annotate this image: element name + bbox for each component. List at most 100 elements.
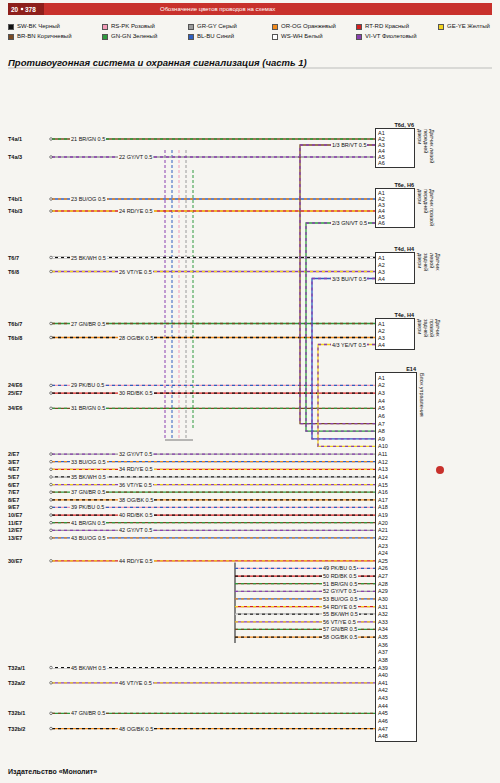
- pin-label: A16: [378, 489, 388, 495]
- wire-base: [52, 682, 375, 683]
- wire-code: 56 VT/YE 0.5: [322, 619, 357, 625]
- terminal-point: [50, 712, 53, 715]
- terminal-point: [50, 666, 53, 669]
- terminal-point: [50, 483, 53, 486]
- pin-label: A26: [378, 565, 388, 571]
- pin-label: A10: [378, 443, 388, 449]
- wire-base: [318, 345, 375, 447]
- connector-pin-name: 12/E7: [8, 527, 22, 533]
- connector-pin-name: T32a/1: [8, 665, 25, 671]
- terminal-point: [50, 682, 53, 685]
- pin-label: A48: [378, 733, 388, 739]
- wire-code: 26 VT/YE 0.5: [118, 269, 153, 275]
- pin-label: A6: [378, 413, 385, 419]
- connector-pin-name: 11/E7: [8, 520, 22, 526]
- legend-swatch: [356, 34, 362, 40]
- connector-pin-name: T4b/3: [8, 208, 22, 214]
- wire-code: 50 RD/BK 0.5: [322, 573, 358, 579]
- sensor-wire: [300, 145, 375, 424]
- wire-ends: [306, 223, 375, 431]
- wire-stripe: [306, 223, 375, 431]
- legend-swatch: [8, 34, 14, 40]
- wire-base: [52, 271, 375, 272]
- wire-code: 57 GN/BR 0.5: [322, 626, 358, 632]
- pin-label: A1: [378, 190, 385, 196]
- wire-stripe: [52, 156, 375, 157]
- wire-code: 23 BU/OG 0.5: [70, 196, 107, 202]
- pin-label: A3: [378, 390, 385, 396]
- connector-pin-name: T4a/3: [8, 154, 22, 160]
- wire-stripe: [52, 484, 375, 485]
- terminal-point: [50, 210, 53, 213]
- connector-pin-name: 8/E7: [8, 497, 19, 503]
- pin-label: A27: [378, 573, 388, 579]
- legend-text: BR-BN Коричневый: [17, 33, 71, 40]
- terminal-point: [50, 198, 53, 201]
- wire-code: 52 GY/VT 0.5: [322, 588, 357, 594]
- terminal-point: [50, 537, 53, 540]
- wire-code: 54 RD/YE 0.5: [322, 604, 358, 610]
- sensor-wire: [318, 345, 375, 447]
- wire-base: [52, 514, 375, 515]
- terminal-point: [50, 336, 53, 339]
- connector-pin-name: 30/E7: [8, 558, 22, 564]
- pin-label: A20: [378, 520, 388, 526]
- pin-label: A23: [378, 543, 388, 549]
- terminal-point: [50, 453, 53, 456]
- wire-code: 41 BR/GN 0.5: [70, 520, 106, 526]
- connector-pin-name: 2/E7: [8, 451, 19, 457]
- pin-label: A37: [378, 649, 388, 655]
- terminal-point: [50, 514, 53, 517]
- sensor-box: T6d, V6Датчик левой передней двериA1A2A3…: [375, 128, 415, 168]
- legend-swatch: [8, 24, 14, 30]
- pin-label: A45: [378, 710, 388, 716]
- part-code: T6e, H6: [394, 182, 414, 188]
- terminal-point: [50, 138, 53, 141]
- connector-pin-name: 25/E7: [8, 390, 22, 396]
- pin-label: A3: [378, 335, 385, 341]
- connector-pin-name: 24/E6: [8, 382, 22, 388]
- pin-label: A1: [378, 255, 385, 261]
- pin-label: A2: [378, 136, 385, 142]
- wire-code: 38 OG/BK 0.5: [118, 497, 154, 503]
- connector-pin-name: 13/E7: [8, 535, 22, 541]
- wire-code: 21 BR/GN 0.5: [70, 136, 106, 142]
- wire-bundle: [165, 150, 193, 440]
- pin-label: A1: [378, 321, 385, 327]
- wire-base: [52, 156, 375, 157]
- pin-label: A36: [378, 642, 388, 648]
- pin-label: A11: [378, 451, 387, 457]
- legend-text: OR-OG Оранжевый: [281, 23, 336, 30]
- connector-pin-name: 9/E7: [8, 504, 19, 510]
- wire-bundle: [234, 562, 235, 643]
- legend-swatch: [188, 24, 194, 30]
- wire-base: [306, 223, 375, 431]
- wire-code: 25 BK/WH 0.5: [70, 255, 107, 261]
- wire-code: 55 BK/WH 0.5: [322, 611, 359, 617]
- header-text: 20: [11, 6, 18, 13]
- pin-label: A4: [378, 276, 385, 282]
- connector-pin-name: T32b/1: [8, 710, 25, 716]
- connector-pin-name: T6b/7: [8, 321, 22, 327]
- legend-text: RS-PK Розовый: [111, 23, 155, 30]
- terminal-point: [50, 521, 53, 524]
- wire-code: 43 BU/OG 0.5: [70, 535, 107, 541]
- pin-label: A22: [378, 535, 388, 541]
- legend-swatch: [272, 24, 278, 30]
- diagram-title: Противоугонная система и охранная сигнал…: [8, 57, 307, 68]
- pin-label: A46: [378, 718, 388, 724]
- terminal-point: [50, 468, 53, 471]
- pin-label: A4: [378, 342, 385, 348]
- wire-base: [52, 560, 375, 561]
- header-text: Обозначение цветов проводов на схемах: [160, 6, 275, 13]
- connector-pin-name: 3/E7: [8, 459, 19, 465]
- pin-label: A33: [378, 619, 388, 625]
- connector-pin-name: 4/E7: [8, 466, 19, 472]
- connector-pin-name: T6/8: [8, 269, 19, 275]
- connector-pin-name: T32b/2: [8, 726, 25, 732]
- pin-label: A28: [378, 581, 388, 587]
- part-code: E14: [406, 366, 416, 372]
- pin-label: A6: [378, 160, 385, 166]
- wire-base: [52, 392, 375, 393]
- wire-code: 34 RD/YE 0.5: [118, 466, 154, 472]
